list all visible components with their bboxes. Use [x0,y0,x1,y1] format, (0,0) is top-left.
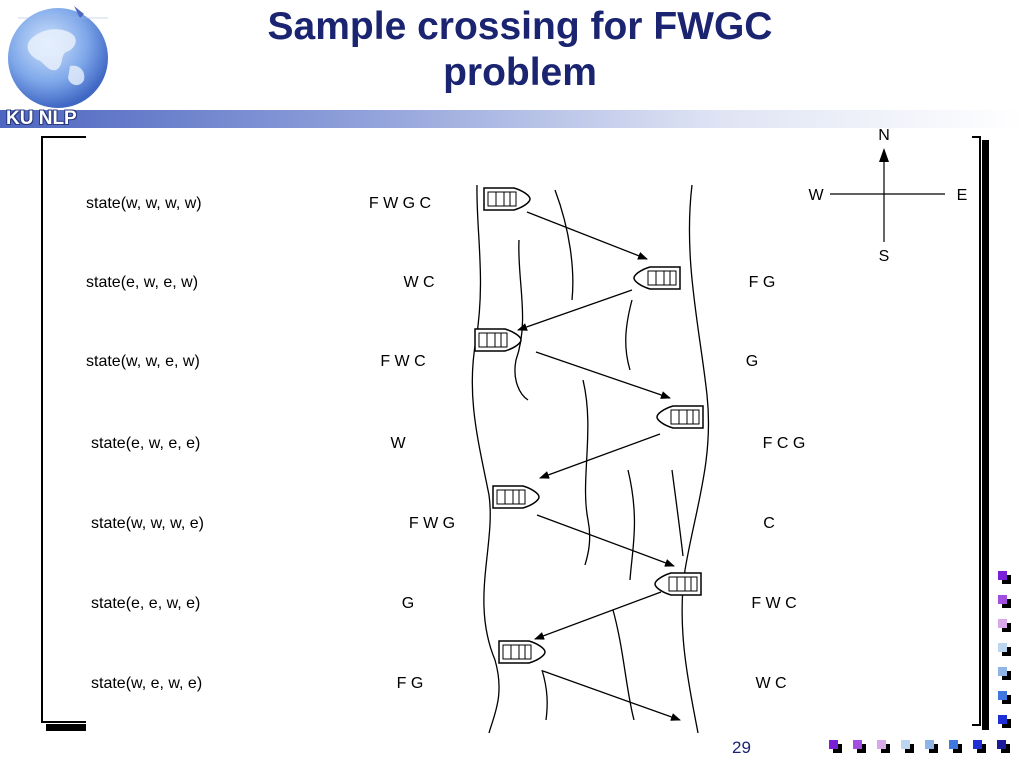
current-line-7 [541,669,548,721]
bullet-square-icon [973,740,986,753]
west-bank-items: F W C [380,353,425,370]
bullet-square-icon [901,740,914,753]
bullet-square-icon [998,643,1011,656]
west-bank-items: F G [397,675,424,692]
boat-icon [498,640,546,664]
west-bank-items: F W G [409,515,455,532]
bullet-square-icon [949,740,962,753]
state-label: state(w, e, w, e) [91,675,202,692]
east-bank-items: F G [749,274,776,291]
globe-logo [8,6,108,108]
crossing-arrow [526,211,648,260]
bullet-square-icon [877,740,890,753]
compass-north: N [878,127,890,144]
current-line-1 [514,239,529,401]
decorative-bullets [829,571,1011,753]
east-bank-line [681,184,710,734]
right-bracket [972,136,989,730]
crossing-arrow [534,591,662,640]
crossing-arrow [536,514,675,567]
east-bank-items: W C [755,675,786,692]
west-bank-items: G [402,595,414,612]
compass-south: S [879,248,890,265]
current-line-5 [627,469,636,581]
boat-icon [633,266,681,290]
compass-rose: N S E W [808,127,967,265]
current-line-8 [671,469,684,557]
title-line-1: Sample crossing for FWGC [267,5,773,48]
east-bank-items: C [763,515,775,532]
state-label: state(e, w, e, w) [86,274,198,291]
compass-west: W [808,187,824,204]
current-line-2 [554,189,574,301]
west-bank-line [471,184,500,734]
bullet-square-icon [998,715,1011,728]
boat-icon [474,328,522,352]
current-line-3 [625,299,633,371]
crossing-arrow [535,351,671,399]
bullet-square-icon [998,571,1011,584]
current-line-6 [612,609,635,721]
state-label: state(w, w, w, e) [91,515,204,532]
bullet-square-icon [997,740,1010,753]
header-band [0,110,1024,128]
bullet-square-icon [925,740,938,753]
bullet-square-icon [998,667,1011,680]
bullet-square-icon [829,740,842,753]
state-label: state(w, w, w, w) [86,195,202,212]
state-label: state(e, w, e, e) [91,435,200,452]
crossing-arrow [542,670,681,721]
boat-icon [656,405,704,429]
bullet-square-icon [998,595,1011,608]
east-bank-items: F W C [751,595,796,612]
west-bank-items: W [390,435,406,452]
state-label: state(w, w, e, w) [86,353,200,370]
left-bracket [41,136,86,731]
current-line-4 [582,379,591,566]
bullet-square-icon [998,619,1011,632]
boat-icon [654,572,702,596]
slide-title: Sample crossing for FWGC problem [180,4,860,96]
bullet-square-icon [998,691,1011,704]
page-number: 29 [732,738,751,757]
east-bank-items: F C G [763,435,806,452]
east-bank-items: G [746,353,758,370]
west-bank-items: W C [403,274,434,291]
boat-icon [483,187,531,211]
crossing-arrow [517,289,633,331]
crossing-arrow [539,433,661,479]
compass-east: E [957,187,968,204]
brand-logo-text: KU NLP [6,108,77,129]
title-line-2: problem [443,51,597,94]
boat-icon [492,485,540,509]
west-bank-items: F W G C [369,195,431,212]
state-label: state(e, e, w, e) [91,595,200,612]
river-banks [471,184,710,734]
bullet-square-icon [853,740,866,753]
